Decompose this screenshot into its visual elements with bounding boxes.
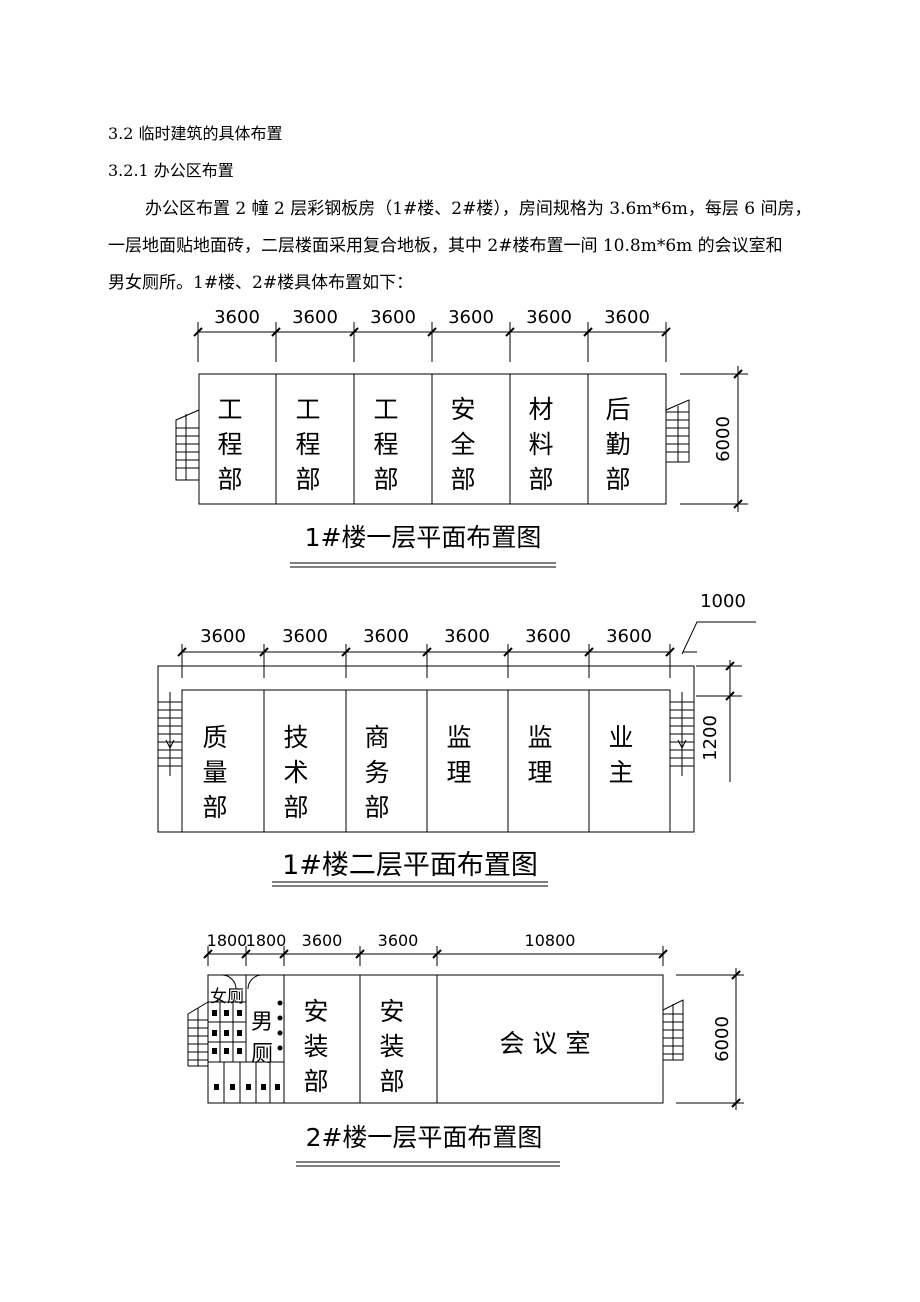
plan1-room-4-c3: 部 — [450, 465, 475, 494]
plan2-room-4-c2: 理 — [446, 758, 471, 787]
plan3-women-toilet: 女厕 — [210, 987, 244, 1007]
plan1-room-2-c2: 程 — [295, 430, 320, 459]
plan1-room-2-c3: 部 — [295, 465, 320, 494]
plan1-dim-3: 3600 — [370, 307, 416, 328]
plan2-room-2-c3: 部 — [283, 793, 308, 822]
paragraph-line-3: 男女厕所。1#楼、2#楼具体布置如下： — [108, 273, 414, 293]
plan3-men-toilet-c1: 男 — [251, 1010, 273, 1035]
plan2-room-1-c3: 部 — [202, 793, 227, 822]
plan2-caption: 1#楼二层平面布置图 — [282, 850, 538, 881]
plan3-room-1-c1: 安 — [303, 997, 328, 1026]
plan2-corridor-depth: 1200 — [700, 715, 721, 761]
paragraph-line-2: 一层地面贴地面砖，二层楼面采用复合地板，其中 2#楼布置一间 10.8m*6m … — [108, 236, 783, 256]
plan1-room-4-c1: 安 — [450, 395, 475, 424]
plan3-room-2-c1: 安 — [379, 997, 404, 1026]
plan1-dim-6: 3600 — [604, 307, 650, 328]
subsection-heading: 3.2.1 办公区布置 — [108, 161, 234, 180]
plan1-room-1-c2: 程 — [217, 430, 242, 459]
plan3-room-2-c2: 装 — [379, 1032, 404, 1061]
plan2-room-5-c1: 监 — [527, 723, 552, 752]
plan3-room-2-c3: 部 — [379, 1067, 404, 1096]
plan2-room-3-c2: 务 — [364, 758, 389, 787]
plan3-depth-dim: 6000 — [712, 1016, 733, 1062]
plan1-dim-1: 3600 — [214, 307, 260, 328]
plan2-dim-3: 3600 — [363, 626, 409, 647]
plan2-room-3-c1: 商 — [364, 723, 389, 752]
plan3-room-1-c3: 部 — [303, 1067, 328, 1096]
plan1-room-5-c3: 部 — [528, 465, 553, 494]
plan1-room-3-c2: 程 — [373, 430, 398, 459]
plan1-drawing — [175, 322, 748, 568]
section-heading: 3.2 临时建筑的具体布置 — [108, 124, 283, 143]
plan3-caption: 2#楼一层平面布置图 — [306, 1123, 543, 1152]
plan2-room-2-c2: 术 — [283, 758, 308, 787]
plan2-room-1-c2: 量 — [202, 758, 227, 787]
plan2-room-6-c2: 主 — [608, 758, 633, 787]
plan2-dim-6: 3600 — [606, 626, 652, 647]
plan1-room-6-c2: 勤 — [605, 430, 630, 459]
plan1-room-3-c3: 部 — [373, 465, 398, 494]
plan3-drawing — [187, 946, 744, 1167]
plan3-dim-4: 3600 — [378, 931, 419, 950]
plan3-dim-5: 10800 — [525, 931, 576, 950]
plan1-room-1-c3: 部 — [217, 465, 242, 494]
plan3-dim-2: 1800 — [246, 931, 287, 950]
plan3-dim-3: 3600 — [302, 931, 343, 950]
plan2-room-2-c1: 技 — [283, 723, 308, 752]
plan1-room-6-c1: 后 — [605, 395, 630, 424]
plan1-room-2-c1: 工 — [295, 395, 320, 424]
plan3-room-1-c2: 装 — [303, 1032, 328, 1061]
plan1-room-5-c1: 材 — [528, 395, 553, 424]
plan2-dim-2: 3600 — [282, 626, 328, 647]
plan3-men-toilet-c2: 厕 — [251, 1042, 273, 1067]
plan3-dim-1: 1800 — [207, 931, 248, 950]
plan1-room-1-c1: 工 — [217, 395, 242, 424]
plan2-corridor-dim: 1000 — [700, 591, 746, 612]
plan1-room-5-c2: 料 — [528, 430, 553, 459]
plan1-dim-2: 3600 — [292, 307, 338, 328]
plan1-room-4-c2: 全 — [450, 430, 475, 459]
plan2-room-5-c2: 理 — [527, 758, 552, 787]
plan1-dim-4: 3600 — [448, 307, 494, 328]
paragraph-line-1: 办公区布置 2 幢 2 层彩钢板房（1#楼、2#楼），房间规格为 3.6m*6m… — [145, 199, 812, 219]
plan2-room-3-c3: 部 — [364, 793, 389, 822]
plan2-dim-1: 3600 — [200, 626, 246, 647]
plan1-caption: 1#楼一层平面布置图 — [305, 523, 542, 552]
plan1-room-6-c3: 部 — [605, 465, 630, 494]
plan2-drawing — [157, 621, 756, 887]
plan1-depth-dim: 6000 — [713, 416, 734, 462]
plan3-meeting-room: 会 议 室 — [500, 1029, 591, 1058]
plan2-dim-5: 3600 — [525, 626, 571, 647]
plan1-dim-5: 3600 — [526, 307, 572, 328]
plan2-room-4-c1: 监 — [446, 723, 471, 752]
plan2-dim-4: 3600 — [444, 626, 490, 647]
plan1-room-3-c1: 工 — [373, 395, 398, 424]
plan2-room-6-c1: 业 — [608, 723, 633, 752]
plan2-room-1-c1: 质 — [202, 723, 227, 752]
